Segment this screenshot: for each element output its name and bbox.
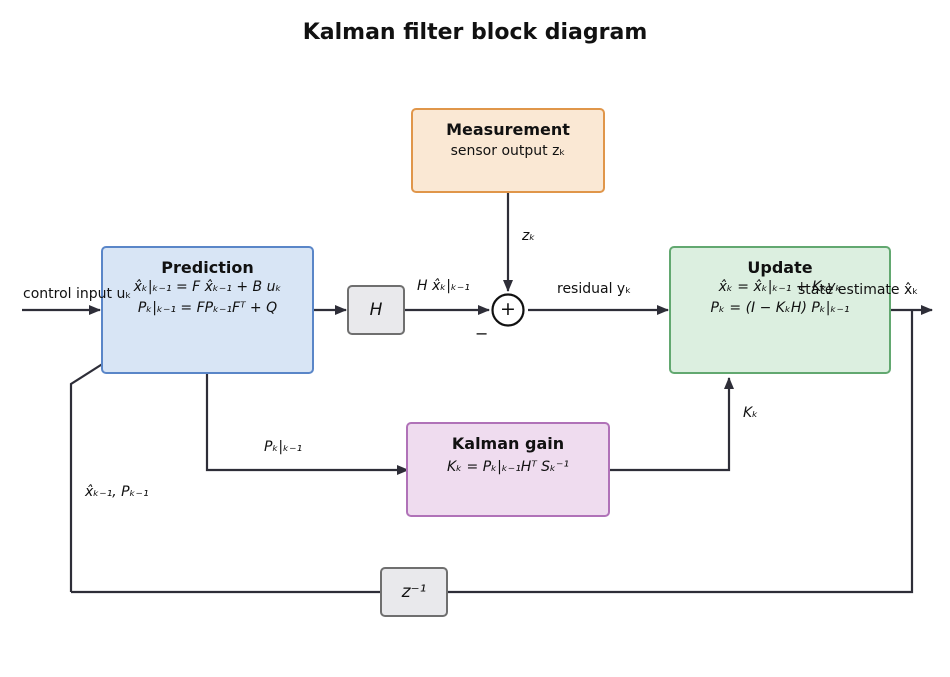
prediction-state-equation: x̂ₖ|ₖ₋₁ = F x̂ₖ₋₁ + B uₖ bbox=[133, 279, 282, 295]
kalman-gain-title: Kalman gain bbox=[451, 434, 565, 453]
kalman-gain-equation: Kₖ = Pₖ|ₖ₋₁Hᵀ Sₖ⁻¹ bbox=[446, 459, 570, 475]
delay-block: z⁻¹ bbox=[380, 567, 448, 617]
predicted-measurement-label: H x̂ₖ|ₖ₋₁ bbox=[417, 278, 470, 294]
sum-plus-sign: + bbox=[500, 298, 516, 320]
feedback-right bbox=[448, 310, 914, 594]
prediction-title: Prediction bbox=[161, 258, 254, 277]
arrow-prediction-to-gain bbox=[205, 374, 409, 475]
prediction-covariance-equation: Pₖ|ₖ₋₁ = FPₖ₋₁Fᵀ + Q bbox=[137, 300, 278, 316]
measurement-subtitle: sensor output zₖ bbox=[450, 143, 566, 159]
measurement-signal-label: zₖ bbox=[522, 228, 536, 244]
control-input-label: control input uₖ bbox=[23, 286, 132, 302]
sum-minus-sign: − bbox=[475, 324, 489, 343]
observation-matrix-label: H bbox=[369, 300, 383, 320]
update-title: Update bbox=[747, 258, 813, 277]
measurement-title: Measurement bbox=[446, 120, 570, 139]
update-state-equation: x̂ₖ = x̂ₖ|ₖ₋₁ + Kₖyₖ bbox=[718, 279, 842, 295]
delay-label: z⁻¹ bbox=[401, 582, 427, 602]
predicted-covariance-label: Pₖ|ₖ₋₁ bbox=[264, 439, 303, 455]
prediction-block: Prediction x̂ₖ|ₖ₋₁ = F x̂ₖ₋₁ + B uₖ Pₖ|ₖ… bbox=[101, 246, 314, 374]
update-block: Update x̂ₖ = x̂ₖ|ₖ₋₁ + Kₖyₖ Pₖ = (I − Kₖ… bbox=[669, 246, 891, 374]
observation-matrix-block: H bbox=[347, 285, 405, 335]
update-covariance-equation: Pₖ = (I − KₖH) Pₖ|ₖ₋₁ bbox=[710, 300, 850, 316]
kalman-gain-block: Kalman gain Kₖ = Pₖ|ₖ₋₁Hᵀ Sₖ⁻¹ bbox=[406, 422, 610, 517]
kalman-gain-signal-label: Kₖ bbox=[743, 405, 759, 421]
arrow-gain-to-update bbox=[609, 377, 734, 472]
diagram-title: Kalman filter block diagram bbox=[302, 20, 648, 45]
residual-label: residual yₖ bbox=[557, 281, 632, 297]
summing-junction bbox=[491, 293, 525, 327]
state-estimate-label: state estimate x̂ₖ bbox=[798, 282, 919, 298]
feedback-label: x̂ₖ₋₁, Pₖ₋₁ bbox=[85, 484, 149, 500]
measurement-block: Measurement sensor output zₖ bbox=[411, 108, 605, 193]
arrow-feedback-to-prediction bbox=[69, 355, 116, 592]
